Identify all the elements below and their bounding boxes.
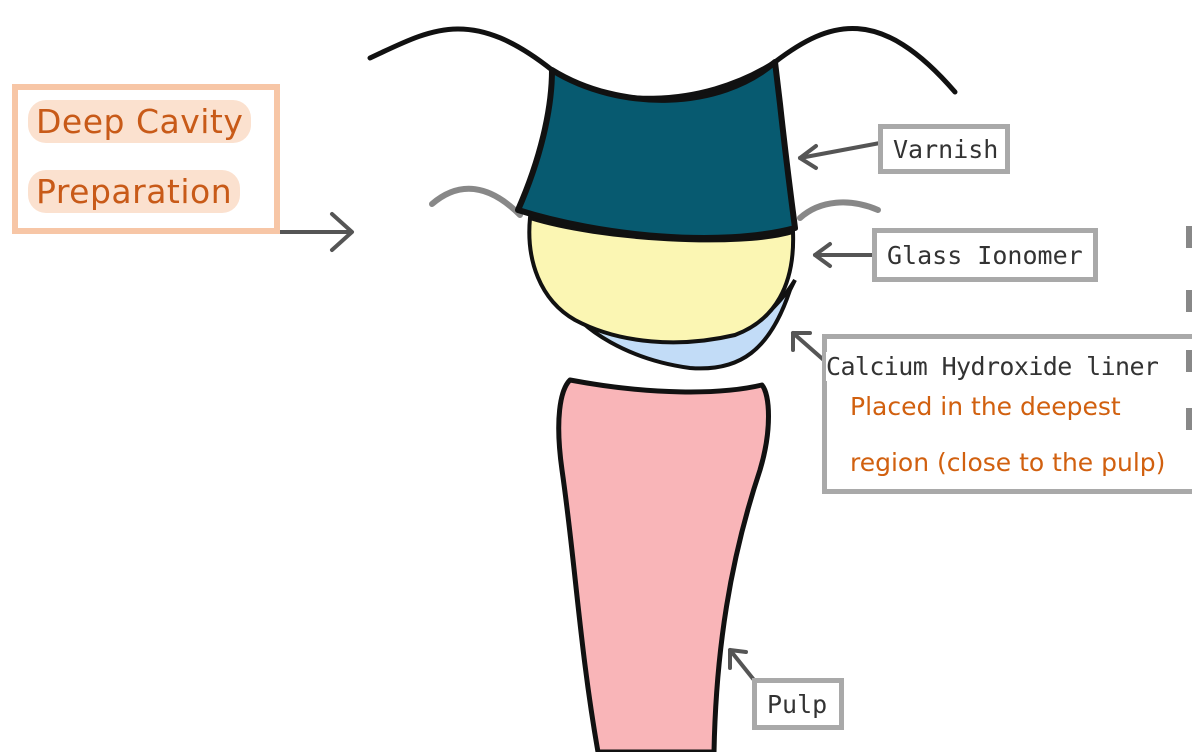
varnish-label: Varnish [878,124,1010,174]
pulp [559,380,769,752]
calcium-note-line-1: Placed in the deepest [850,392,1121,421]
title-line-2: Preparation [28,170,240,213]
edge-mark [1186,226,1192,248]
calcium-note-line-2: region (close to the pulp) [850,448,1165,477]
title-line-1: Deep Cavity [28,100,251,143]
calcium-hydroxide-label: Calcium Hydroxide liner [826,352,1158,381]
varnish-arrow [800,143,880,168]
tooth-outline-top [370,28,955,98]
edge-mark [1186,290,1192,312]
edge-mark [1186,408,1192,430]
tooth-outline-lower-right [800,202,878,218]
varnish-layer [518,62,795,238]
tooth-outline-lower [432,189,520,215]
edge-mark [1186,350,1192,372]
pulp-label: Pulp [752,678,844,730]
glass-ionomer-arrow [815,244,874,266]
glass-ionomer-label: Glass Ionomer [872,228,1098,282]
